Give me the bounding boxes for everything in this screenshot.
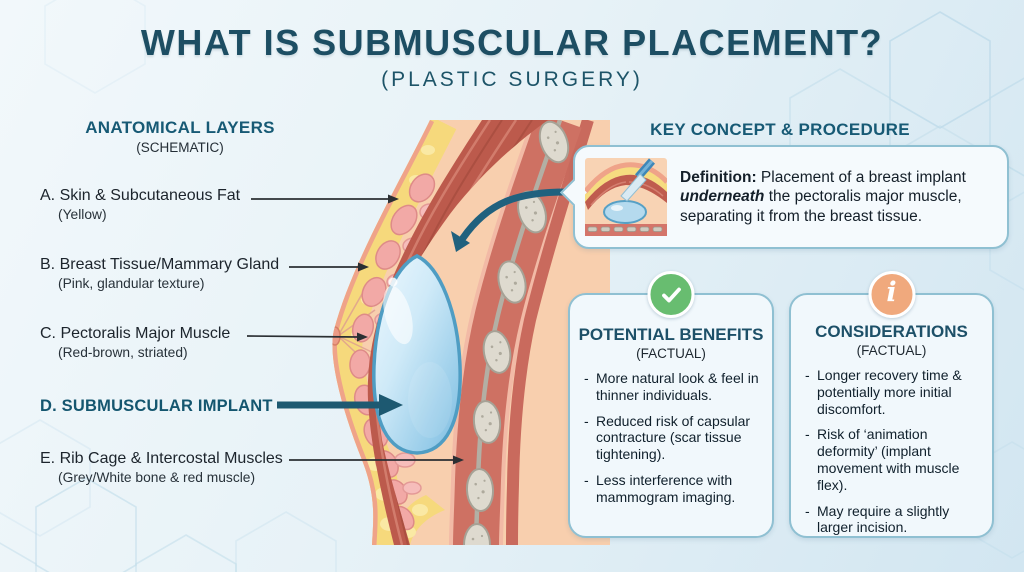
benefits-list: More natural look & feel in thinner indi… (570, 370, 772, 506)
info-icon: i (868, 271, 915, 318)
page-title: WHAT IS SUBMUSCULAR PLACEMENT? (140, 22, 884, 63)
considerations-title: CONSIDERATIONS (815, 322, 968, 341)
list-item: Longer recovery time & potentially more … (805, 367, 984, 417)
list-item: Risk of ‘animation deformity’ (implant m… (805, 426, 984, 493)
list-item: Less interference with mammogram imaging… (584, 472, 764, 506)
considerations-panel: i CONSIDERATIONS (FACTUAL) Longer recove… (789, 271, 994, 538)
procedure-mini-illustration (585, 158, 667, 236)
anatomical-layers-subtitle: (SCHEMATIC) (136, 140, 224, 155)
anatomical-layers-header: ANATOMICAL LAYERS (SCHEMATIC) (30, 118, 330, 155)
label-rib-cage: E. Rib Cage & Intercostal Muscles (Grey/… (40, 450, 283, 485)
potential-benefits-panel: POTENTIAL BENEFITS (FACTUAL) More natura… (568, 271, 774, 538)
label-pectoralis-muscle: C. Pectoralis Major Muscle (Red-brown, s… (40, 325, 231, 360)
definition-label: Definition: (680, 168, 757, 186)
considerations-list: Longer recovery time & potentially more … (791, 367, 992, 536)
header: WHAT IS SUBMUSCULAR PLACEMENT? (PLASTIC … (0, 22, 1024, 92)
definition-text: Definition: Placement of a breast implan… (680, 168, 966, 225)
scalpel-icon (620, 158, 656, 202)
benefits-title: POTENTIAL BENEFITS (578, 325, 764, 344)
anatomical-layers-title: ANATOMICAL LAYERS (85, 118, 275, 137)
list-item: May require a slightly larger incision. (805, 503, 984, 537)
definition-callout: Definition: Placement of a breast implan… (560, 145, 1009, 249)
list-item: More natural look & feel in thinner indi… (584, 370, 764, 404)
label-submuscular-implant: D. SUBMUSCULAR IMPLANT (40, 397, 273, 415)
nipple (332, 326, 341, 346)
page-subtitle: (PLASTIC SURGERY) (381, 68, 643, 91)
label-breast-tissue: B. Breast Tissue/Mammary Gland (Pink, gl… (40, 256, 280, 291)
benefits-subtitle: (FACTUAL) (636, 346, 706, 361)
list-item: Reduced risk of capsular contracture (sc… (584, 413, 764, 463)
check-icon (647, 271, 695, 318)
key-concept-header: KEY CONCEPT & PROCEDURE (650, 120, 910, 139)
definition-emphasis: underneath (680, 188, 765, 206)
label-skin-fat: A. Skin & Subcutaneous Fat (Yellow) (40, 187, 241, 222)
considerations-subtitle: (FACTUAL) (856, 343, 927, 358)
